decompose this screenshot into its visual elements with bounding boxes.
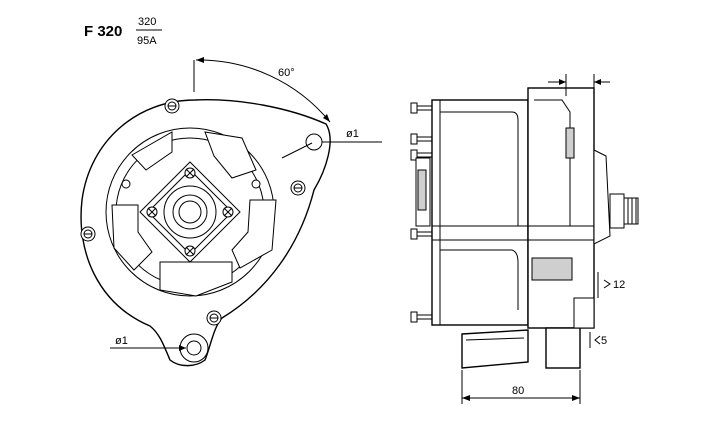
mount-foot-block — [573, 297, 595, 329]
front-housing-contour — [534, 99, 571, 226]
angle-dimension — [193, 57, 331, 123]
width-dimension — [461, 370, 581, 404]
terminal-detail — [417, 169, 427, 211]
hole-bottom-label: ø1 — [115, 335, 128, 347]
front-view — [80, 98, 331, 367]
side-studs — [410, 102, 432, 323]
mount-hole-bottom — [186, 340, 202, 356]
model-label: F 320 — [84, 23, 122, 40]
angle-label: 60° — [278, 67, 295, 79]
hole-top-leader — [281, 142, 313, 159]
front-housing-slot — [565, 127, 575, 159]
front-housing-window — [531, 257, 573, 281]
offset-bottom-label: 5 — [601, 335, 607, 347]
plate-bolts — [146, 167, 234, 257]
hole-top-label: ø1 — [346, 128, 359, 140]
small-hole-left — [121, 179, 131, 189]
side-view — [410, 87, 639, 369]
rear-housing — [431, 99, 529, 326]
vane-left — [111, 204, 153, 271]
vane-top-right — [204, 131, 257, 179]
mount-hole-top — [305, 133, 323, 151]
top-width-dimension — [548, 74, 610, 96]
offset-bottom-dimension — [589, 332, 601, 348]
offset-right-label: 12 — [613, 279, 625, 291]
rear-housing-contour — [440, 111, 519, 226]
pulley-boss — [593, 149, 611, 245]
vane-bottom — [159, 261, 233, 297]
small-hole-right — [251, 179, 261, 189]
offset-right-dimension — [597, 272, 611, 298]
model-current: 95A — [137, 35, 157, 47]
housing-screws — [80, 98, 306, 326]
mount-foot-right — [545, 327, 581, 369]
model-code: 320 — [138, 16, 156, 28]
hole-bottom-arrow — [179, 345, 186, 351]
vane-top — [131, 131, 173, 171]
front-housing — [527, 87, 595, 329]
shaft — [178, 200, 202, 224]
vane-right — [231, 199, 277, 269]
width-label: 80 — [512, 385, 524, 397]
rear-housing-contour-2 — [440, 249, 519, 310]
shaft-collar — [609, 193, 625, 229]
mount-foot-left — [461, 329, 529, 369]
